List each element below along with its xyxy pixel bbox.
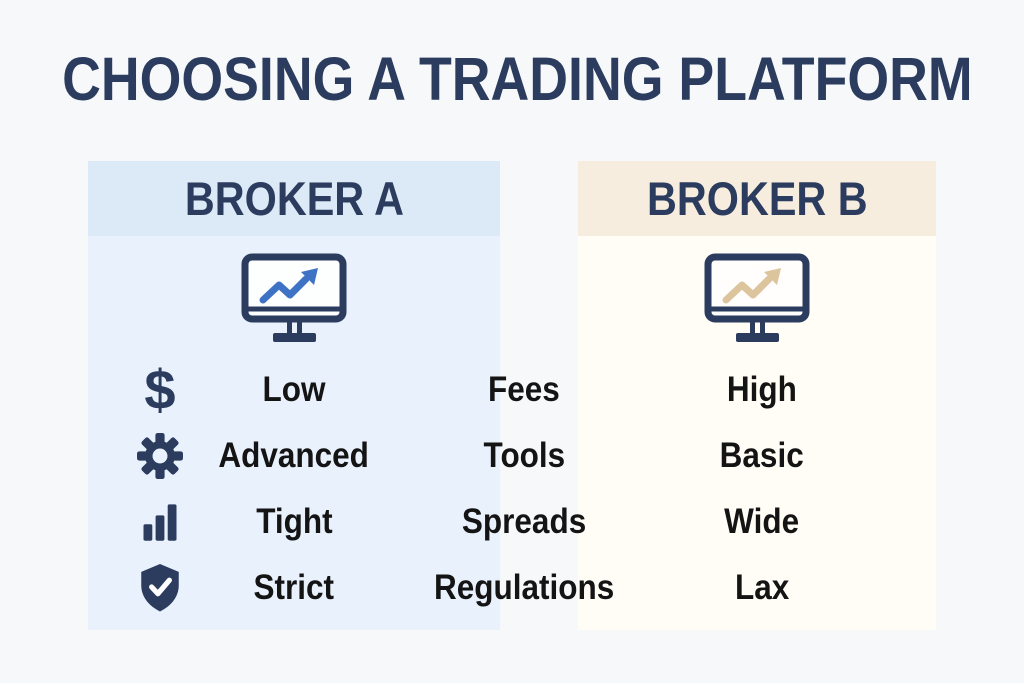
broker-a-header: BROKER A: [88, 161, 500, 236]
broker-a-tools-value: Advanced: [218, 436, 370, 475]
broker-a-spreads-value: Tight: [255, 502, 333, 541]
row-label-tools: Tools: [483, 436, 565, 475]
dollar-icon: $: [144, 358, 176, 421]
broker-a-regulations-value: Strict: [253, 568, 335, 607]
monitor-trend-up-icon: [241, 253, 347, 342]
broker-a-panel: BROKER A: [88, 161, 500, 630]
comparison-row-spreads: Tight Spreads Wide: [0, 500, 1024, 544]
broker-b-title: BROKER B: [646, 172, 868, 225]
comparison-row-tools: Advanced Tools Basic: [0, 433, 1024, 479]
row-label-regulations: Regulations: [433, 568, 615, 607]
comparison-row-regulations: Strict Regulations Lax: [0, 564, 1024, 612]
broker-b-fees-value: High: [726, 370, 797, 409]
gear-icon: [128, 433, 192, 479]
broker-b-spreads-value: Wide: [724, 502, 800, 541]
bar-chart-icon: [128, 500, 192, 544]
broker-b-header: BROKER B: [578, 161, 936, 236]
comparison-row-fees: $ Low Fees High: [0, 358, 1024, 421]
page-title: CHOOSING A TRADING PLATFORM: [0, 44, 1024, 114]
page-title-text: CHOOSING A TRADING PLATFORM: [62, 45, 973, 113]
row-label-spreads: Spreads: [461, 502, 587, 541]
row-label-fees: Fees: [488, 370, 560, 409]
broker-b-panel: BROKER B: [578, 161, 936, 630]
broker-b-regulations-value: Lax: [734, 568, 790, 607]
broker-b-body: [578, 236, 936, 630]
broker-b-tools-value: Basic: [719, 436, 805, 475]
broker-a-fees-value: Low: [262, 370, 326, 409]
shield-check-icon: [128, 564, 192, 612]
monitor-trend-up-icon: [704, 253, 810, 342]
broker-a-body: [88, 236, 500, 630]
broker-a-title: BROKER A: [184, 172, 404, 225]
